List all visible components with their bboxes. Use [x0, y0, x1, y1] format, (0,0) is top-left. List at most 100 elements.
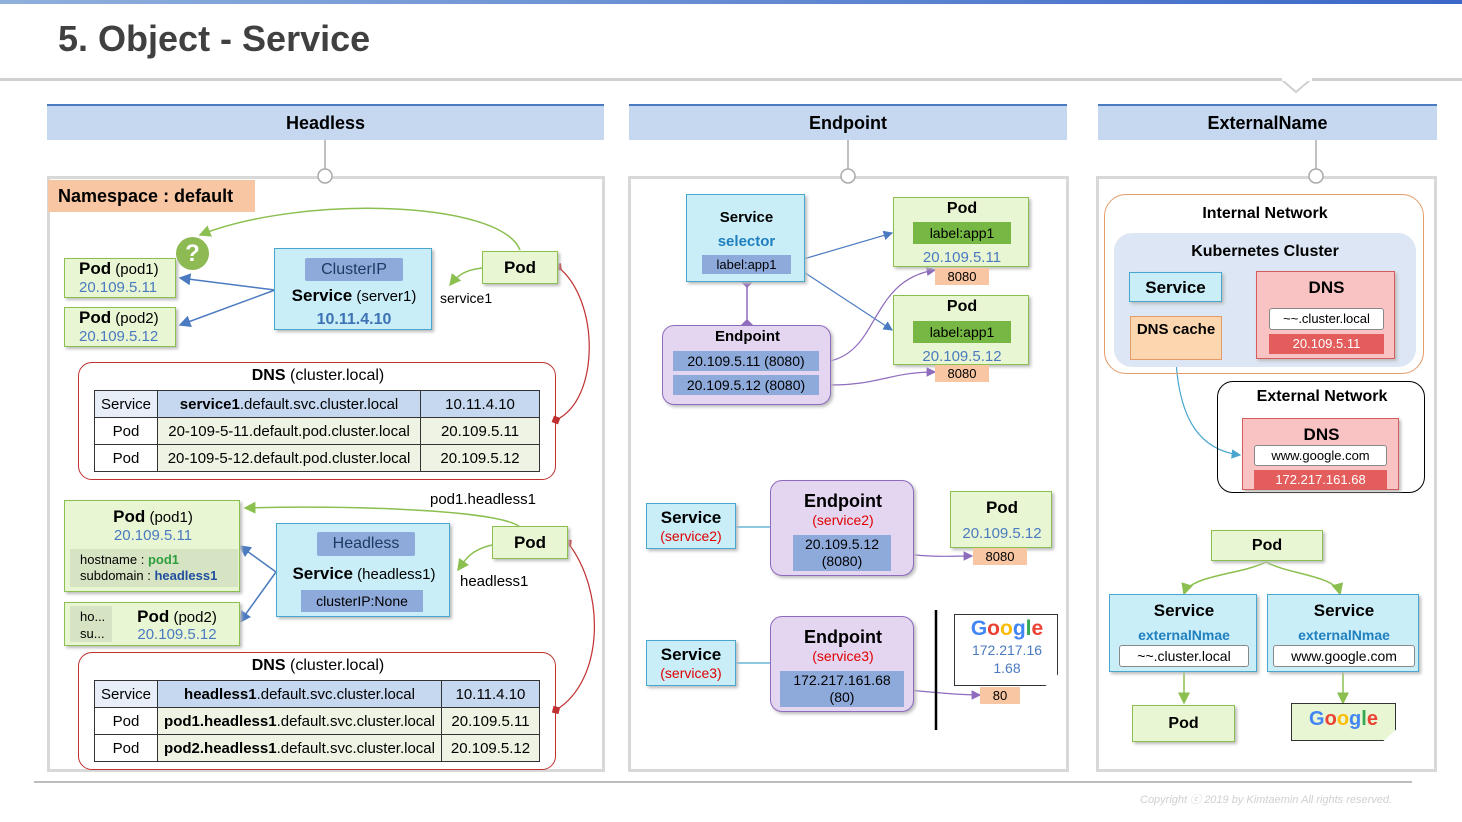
namespace-badge: Namespace : default [48, 180, 255, 212]
table-row: Pod 20-109-5-11.default.pod.cluster.local… [93, 417, 540, 445]
dns1-r1-type: Pod [93, 417, 159, 445]
internal-network-label: Internal Network [1202, 205, 1328, 222]
hpod2-name: (pod2) [173, 609, 217, 626]
dns2-r1-record: pod1.headless1.default.svc.cluster.local [157, 707, 442, 735]
internal-dns-domain: ~~.cluster.local [1269, 308, 1384, 330]
page-title: 5. Object - Service [58, 18, 371, 59]
ext-service-right-type: externalNmae [1298, 627, 1390, 643]
google-ip-line1: 172.217.16 [971, 642, 1043, 658]
endpoint-2-port: (8080) [821, 553, 863, 569]
dns1-domain: (cluster.local) [289, 367, 385, 384]
service3-label: Service [660, 645, 722, 664]
clusterip-service-label: Service [291, 286, 353, 305]
ep-service-label: Service [719, 209, 774, 226]
hpod2-label: Pod [137, 607, 170, 626]
ext-service-right-value: www.google.com [1273, 645, 1415, 667]
headless-clusterip: clusterIP:None [301, 590, 423, 612]
pod2-label: Pod [79, 308, 112, 327]
google-logo-2: Google [1309, 708, 1378, 730]
pod2-name: (pod2) [115, 310, 159, 327]
ep-pod-a-app: label:app1 [913, 222, 1011, 244]
ext-service-right-label: Service [1313, 601, 1375, 620]
google-note: Google 172.217.16 1.68 [954, 614, 1058, 686]
dns2-r0-suffix: .default.svc.cluster.local [256, 685, 415, 703]
dns2-r0-type: Service [93, 680, 159, 708]
dns1-r1-suffix: 20-109-5-11.default.pod.cluster.local [168, 422, 410, 440]
hpod2-su: su... [80, 626, 105, 641]
dns2-domain: (cluster.local) [289, 657, 385, 674]
ext-service-right: Service externalNmae www.google.com [1267, 594, 1419, 672]
ep-pod-b-ip: 20.109.5.12 [922, 348, 1002, 365]
endpoint-2-label: Endpoint [804, 491, 882, 511]
endpoint-2-name: (service2) [812, 512, 874, 528]
ext-pod-bottom: Pod [1132, 705, 1235, 742]
ext-service-left: Service externalNmae ~~.cluster.local [1109, 594, 1257, 672]
ep-pod-a: Pod label:app1 20.109.5.11 [893, 197, 1029, 267]
external-dns-domain: www.google.com [1254, 445, 1387, 466]
dns2-r0-record: headless1.default.svc.cluster.local [157, 680, 442, 708]
endpoint-1-box: Endpoint 20.109.5.11 (8080) 20.109.5.12 … [662, 325, 831, 405]
pod1-box: Pod (pod1) 20.109.5.11 [64, 258, 176, 298]
external-network-label: External Network [1256, 388, 1388, 405]
client-pod: Pod [482, 251, 558, 284]
hpod2-ip: 20.109.5.12 [137, 626, 217, 643]
top-accent-bar [0, 0, 1462, 4]
external-dns-label: DNS [1303, 425, 1340, 444]
external-dns-ip: 172.217.161.68 [1254, 470, 1387, 489]
dns2-r2-bold: pod2.headless1 [164, 739, 277, 757]
clusterip-service-box: ClusterIP Service (server1) 10.11.4.10 [274, 248, 432, 330]
dns2-r2-ip: 20.109.5.12 [441, 734, 540, 762]
endpoint-3-addr: 172.217.161.68 (80) [780, 671, 904, 707]
headless-client-pod: Pod [492, 526, 568, 559]
endpoint-2-box: Endpoint (service2) 20.109.5.12 (8080) [770, 480, 914, 576]
endpoint-1-addr1: 20.109.5.11 (8080) [673, 351, 819, 371]
ep-pod-a-port: 8080 [935, 268, 989, 285]
dns2-r0-bold: headless1 [184, 685, 257, 703]
headless-type-badge: Headless [317, 532, 415, 556]
header-headless: Headless [47, 104, 604, 140]
question-icon: ? [176, 237, 209, 270]
service2-name: (service2) [660, 528, 722, 544]
hpod1-box: Pod (pod1) 20.109.5.11 hostname : pod1 s… [64, 500, 240, 592]
hpod1-hostinfo: hostname : pod1 subdomain : headless1 [70, 549, 238, 587]
clusterip-service-ip: 10.11.4.10 [316, 311, 392, 328]
dns2-r2-record: pod2.headless1.default.svc.cluster.local [157, 734, 442, 762]
headless-service-box: Headless Service (headless1) clusterIP:N… [276, 523, 450, 617]
ep-selector-value: label:app1 [702, 255, 791, 274]
pod1-headless1-label: pod1.headless1 [430, 491, 536, 508]
endpoint-3-label: Endpoint [804, 627, 882, 647]
endpoint-3-name: (service3) [812, 648, 874, 664]
client-service-label: service1 [440, 290, 493, 306]
google-port: 80 [980, 687, 1020, 704]
ext-pod: Pod [1211, 530, 1323, 561]
dns1-r1-ip: 20.109.5.11 [420, 417, 540, 445]
ep-pod-a-ip: 20.109.5.11 [922, 249, 1002, 266]
header-endpoint: Endpoint [629, 104, 1067, 140]
dns1-r0-bold: service1 [179, 395, 240, 413]
ep-selector-label: selector [717, 233, 776, 250]
dns2-title: DNS [251, 657, 286, 674]
internal-dns-ip: 20.109.5.11 [1269, 334, 1384, 354]
pod2-box: Pod (pod2) 20.109.5.12 [64, 307, 176, 347]
clusterip-type-badge: ClusterIP [305, 258, 403, 281]
pod1-ip: 20.109.5.11 [79, 279, 158, 296]
ext-service-left-label: Service [1153, 601, 1215, 620]
title-divider [0, 78, 1462, 81]
headless-service-name: (headless1) [357, 566, 436, 583]
dns2-r0-ip: 10.11.4.10 [441, 680, 540, 708]
ep-pod-b: Pod label:app1 20.109.5.12 [893, 295, 1029, 365]
dns2-r1-ip: 20.109.5.11 [441, 707, 540, 735]
endpoint-2-ip: 20.109.5.12 [805, 536, 879, 552]
pod1-name: (pod1) [115, 261, 159, 278]
internal-network-box: Internal Network [1104, 194, 1424, 374]
dns1-r0-ip: 10.11.4.10 [420, 390, 540, 418]
dns2-r1-bold: pod1.headless1 [164, 712, 277, 730]
dns1-r0-record: service1.default.svc.cluster.local [157, 390, 422, 418]
endpoint-3-port: (80) [829, 689, 855, 705]
